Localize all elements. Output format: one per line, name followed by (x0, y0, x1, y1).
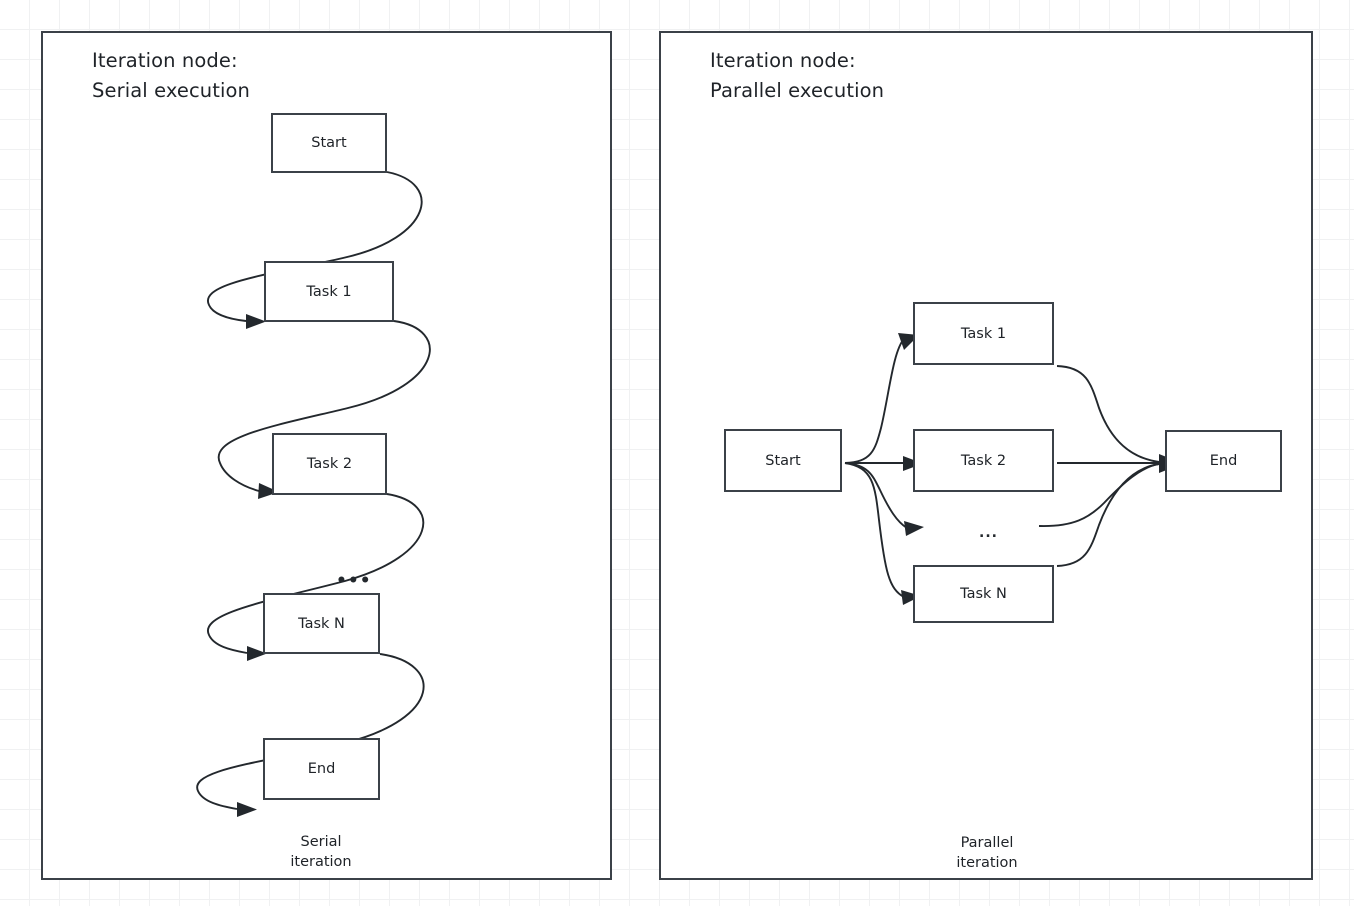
node-label: Task N (960, 586, 1007, 602)
ellipsis-indicator: ••• (336, 571, 372, 591)
node-label: End (1209, 453, 1238, 469)
panel-serial-caption: Serial iteration (290, 834, 352, 870)
edge-task1-to-task2 (217, 320, 431, 492)
node-start[interactable]: Start (724, 429, 842, 492)
panel-serial-execution: Iteration node: Serial execution Start T… (41, 31, 612, 880)
node-task-1[interactable]: Task 1 (264, 261, 394, 322)
panel-parallel-title: Iteration node: Parallel execution (710, 49, 885, 103)
node-task-n[interactable]: Task N (913, 565, 1054, 623)
arrowhead-taskN (247, 646, 267, 661)
arrowhead-task2 (258, 483, 279, 499)
node-label: Task 2 (960, 452, 1007, 469)
node-label: Task 1 (306, 283, 352, 300)
node-task-n[interactable]: Task N (263, 593, 380, 654)
arrowhead-end (237, 802, 257, 817)
node-label: Start (765, 452, 801, 469)
panel-parallel-execution: Iteration node: Parallel execution Start… (659, 31, 1313, 880)
panel-parallel-caption: Parallel iteration (956, 835, 1018, 871)
edge-start-to-taskN (844, 462, 905, 598)
edge-task1-to-end (1056, 365, 1160, 463)
node-label: Start (311, 135, 347, 151)
node-task-1[interactable]: Task 1 (913, 302, 1054, 365)
node-label: Task 1 (960, 325, 1007, 342)
node-label: Task N (298, 615, 345, 632)
node-task-2[interactable]: Task 2 (272, 433, 387, 495)
edge-taskN-to-end (1056, 463, 1160, 567)
node-label: Task 2 (306, 456, 353, 472)
edge-start-to-ellipsis (844, 462, 908, 529)
edge-start-to-task1 (844, 338, 905, 464)
panel-serial-title: Iteration node: Serial execution (92, 49, 250, 103)
arrowhead-branch-taskN (901, 590, 921, 605)
edge-ellipsis-to-end (1038, 463, 1160, 527)
parallel-edges (844, 333, 1183, 605)
node-end[interactable]: End (1165, 430, 1282, 492)
arrowhead-task1 (246, 314, 266, 329)
node-end[interactable]: End (263, 738, 380, 800)
arrowhead-branch-ellipsis (904, 521, 924, 536)
node-start[interactable]: Start (271, 113, 387, 173)
node-label: End (307, 761, 336, 777)
node-task-2[interactable]: Task 2 (913, 429, 1054, 492)
ellipsis-indicator: ... (979, 525, 998, 541)
